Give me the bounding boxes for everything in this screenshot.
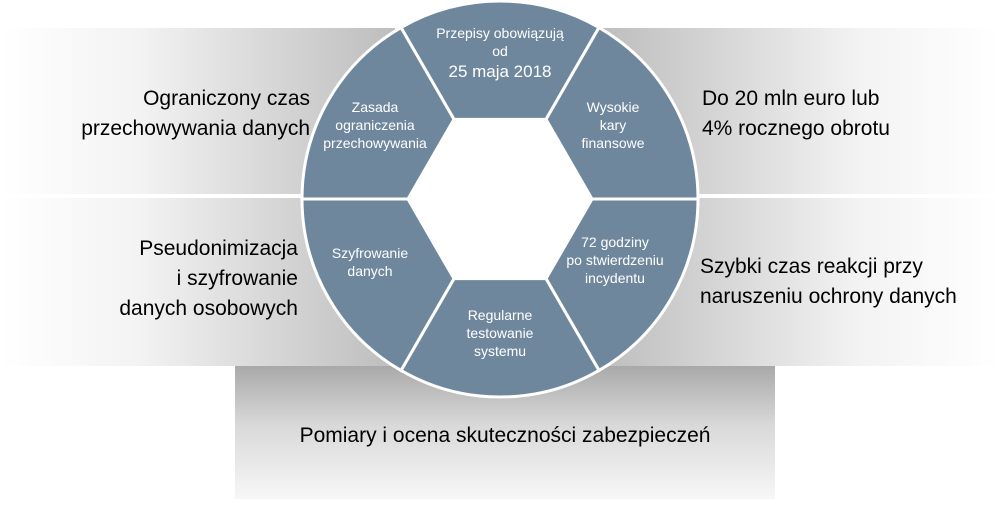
segment-label-upper-right: Wysokie kary finansowe	[581, 99, 645, 151]
segment-label-lower-right: 72 godziny po stwierdzeniu incydentu	[566, 234, 664, 286]
callout-middle-left: Pseudonimizacja i szyfrowanie danych oso…	[119, 237, 298, 320]
callout-bottom: Pomiary i ocena skuteczności zabezpiecze…	[299, 424, 711, 447]
callout-top-right: Do 20 mln euro lub 4% rocznego obrotu	[702, 87, 890, 140]
callout-top-left: Ograniczony czas przechowywania danych	[81, 87, 310, 140]
segment-label-upper-left: Zasada ograniczenia przechowywania	[323, 99, 427, 151]
segment-upper-left	[300, 25, 456, 201]
segment-label-bottom: Regularne testowanie systemu	[466, 307, 534, 359]
segment-label-lower-left: Szyfrowanie danych	[331, 245, 409, 279]
segment-label-top: Przepisy obowiązują od 25 maja 2018	[436, 25, 564, 81]
callout-middle-right: Szybki czas reakcji przy naruszeniu ochr…	[700, 255, 957, 308]
